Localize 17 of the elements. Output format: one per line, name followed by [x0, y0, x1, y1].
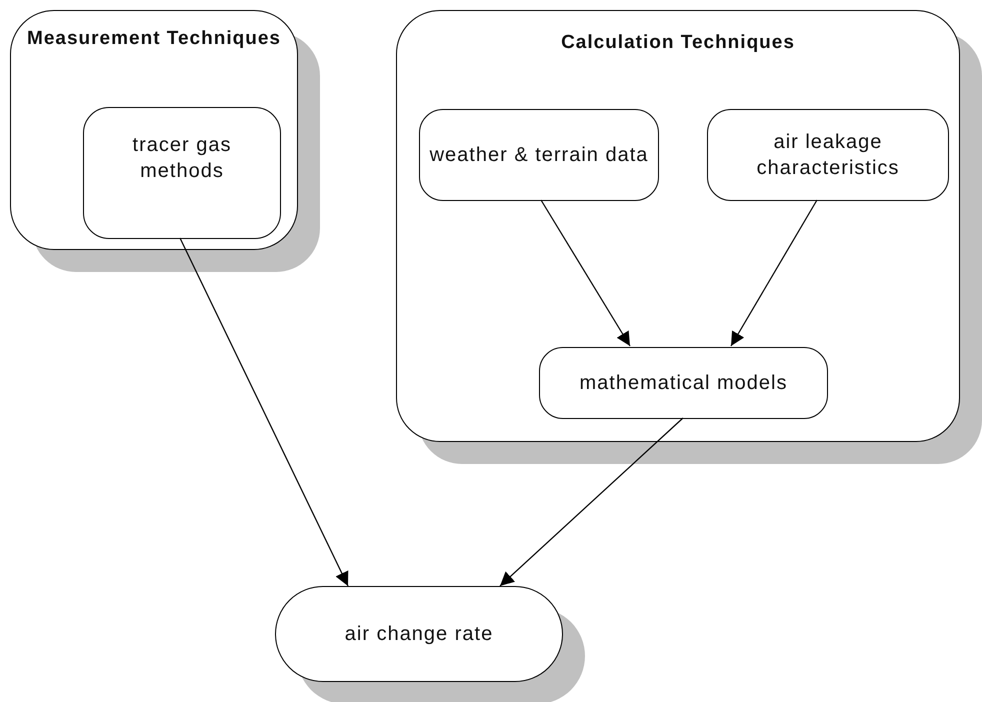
box-label: air leakage characteristics: [756, 130, 900, 181]
arrow: [500, 418, 684, 586]
group-box: [396, 10, 960, 442]
group-heading: Calculation Techniques: [561, 31, 795, 55]
box-label: tracer gas methods: [132, 133, 232, 184]
box-label: weather & terrain data: [430, 143, 648, 168]
process-box: [707, 109, 949, 201]
box-label: air change rate: [344, 622, 494, 647]
process-box: [539, 347, 828, 419]
process-box: [419, 109, 659, 201]
arrow: [179, 238, 349, 586]
process-box: [83, 107, 281, 239]
box-label: mathematical models: [580, 371, 788, 396]
arrow: [540, 200, 631, 346]
group-box: [10, 10, 298, 250]
arrow: [730, 200, 818, 346]
group-heading: Measurement Techniques: [27, 27, 281, 51]
